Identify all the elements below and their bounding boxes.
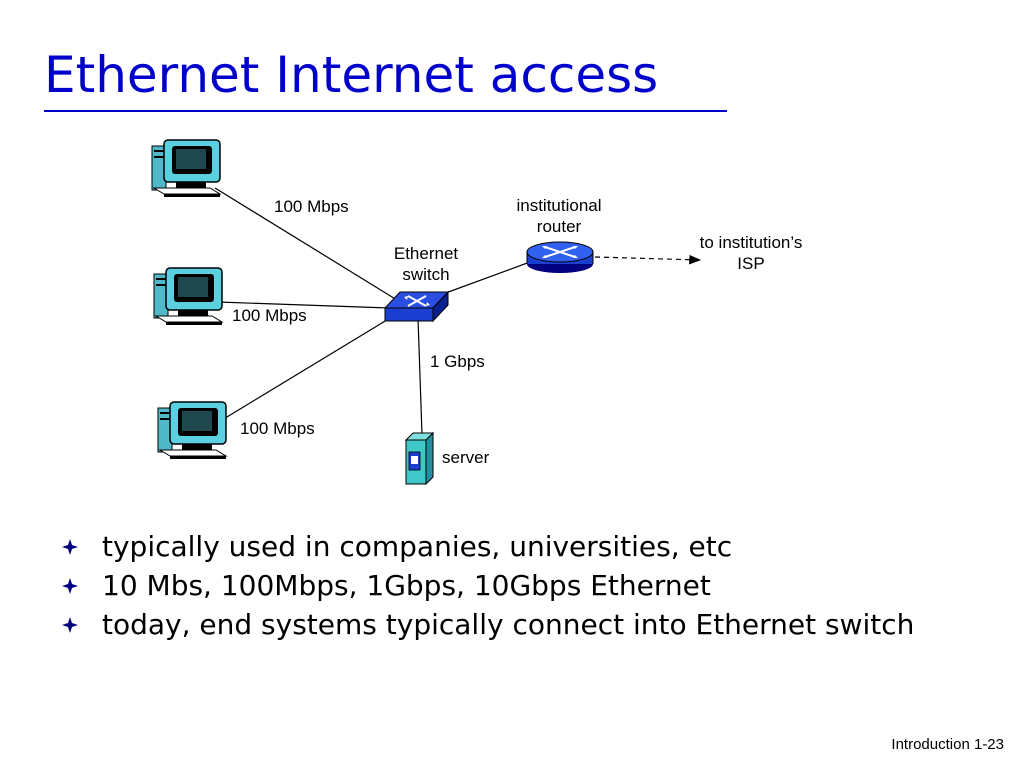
isp-label-line1: to institution’s [699,233,803,252]
link-label-pc-middle: 100 Mbps [232,306,307,325]
slide-title: Ethernet Internet access [44,46,659,104]
switch-label-line1: Ethernet [393,244,459,263]
server-icon [404,431,435,486]
bullet-text: 10 Mbs, 100Mbps, 1Gbps, 10Gbps Ethernet [102,569,711,602]
router-label-line1: institutional [516,196,602,215]
bullet-item: 10 Mbs, 100Mbps, 1Gbps, 10Gbps Ethernet [62,567,962,604]
computer-icon [157,401,228,459]
router-icon [526,241,594,273]
network-diagram [151,139,702,486]
diamond-bullet-icon [62,617,78,633]
computer-icon [151,139,222,197]
link-label-server: 1 Gbps [430,352,485,371]
server-label: server [442,448,490,467]
link-label-pc-top: 100 Mbps [274,197,349,216]
switch-label: Ethernet switch [380,243,472,286]
diamond-bullet-icon [62,578,78,594]
slide-footer: Introduction 1-23 [891,736,1004,753]
computer-icon [153,267,224,325]
diamond-bullet-icon [62,539,78,555]
bullet-text: today, end systems typically connect int… [102,608,915,641]
switch-icon [383,290,450,323]
link-pc-top [214,187,398,301]
bullet-item: typically used in companies, universitie… [62,528,962,565]
isp-label-line2: ISP [737,254,765,274]
router-label-line2: router [536,217,582,237]
link-pc-middle [217,301,391,309]
router-label: institutional router [500,195,618,238]
link-pc-bottom [221,314,396,421]
link-server [417,317,423,436]
bullet-list: typically used in companies, universitie… [62,528,962,645]
bullet-item: today, end systems typically connect int… [62,606,962,643]
bullet-text: typically used in companies, universitie… [102,530,733,563]
isp-label: to institution’s ISP [668,232,834,275]
link-label-pc-bottom: 100 Mbps [240,419,315,438]
title-underline [44,110,727,112]
switch-label-line2: switch [402,265,450,285]
